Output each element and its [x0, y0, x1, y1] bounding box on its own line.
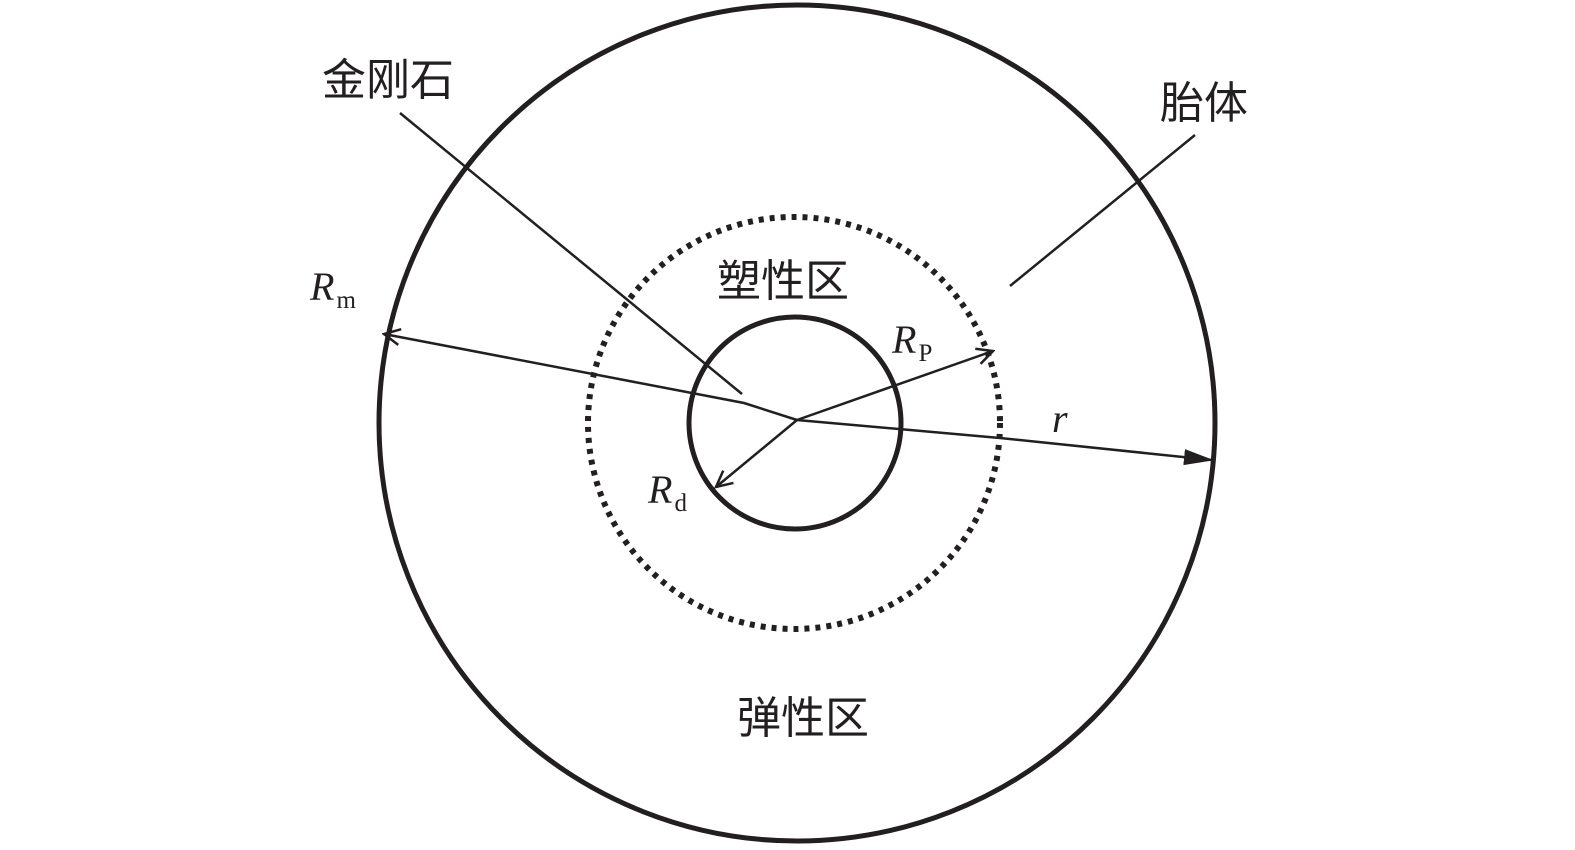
rd-arrow: [716, 419, 798, 487]
elastic-zone-label: 弹性区: [737, 693, 869, 744]
r-symbol: r: [1052, 396, 1068, 441]
rm-arrow: [384, 334, 798, 422]
plastic-zone-label: 塑性区: [717, 256, 849, 307]
rm-symbol: Rm: [309, 264, 356, 314]
matrix-leader-line: [1009, 134, 1196, 287]
matrix-outer-circle: [376, 2, 1218, 844]
diamond-label: 金刚石: [322, 55, 454, 106]
rp-symbol: RP: [891, 317, 932, 367]
plastic-zone-boundary: [585, 214, 1003, 632]
r-arrow: [796, 418, 1214, 466]
diamond-leader-line: [399, 112, 743, 395]
diamond-circle: [686, 314, 904, 532]
rd-symbol: Rd: [647, 467, 687, 517]
rp-arrow: [796, 351, 993, 422]
matrix-label: 胎体: [1160, 78, 1248, 129]
